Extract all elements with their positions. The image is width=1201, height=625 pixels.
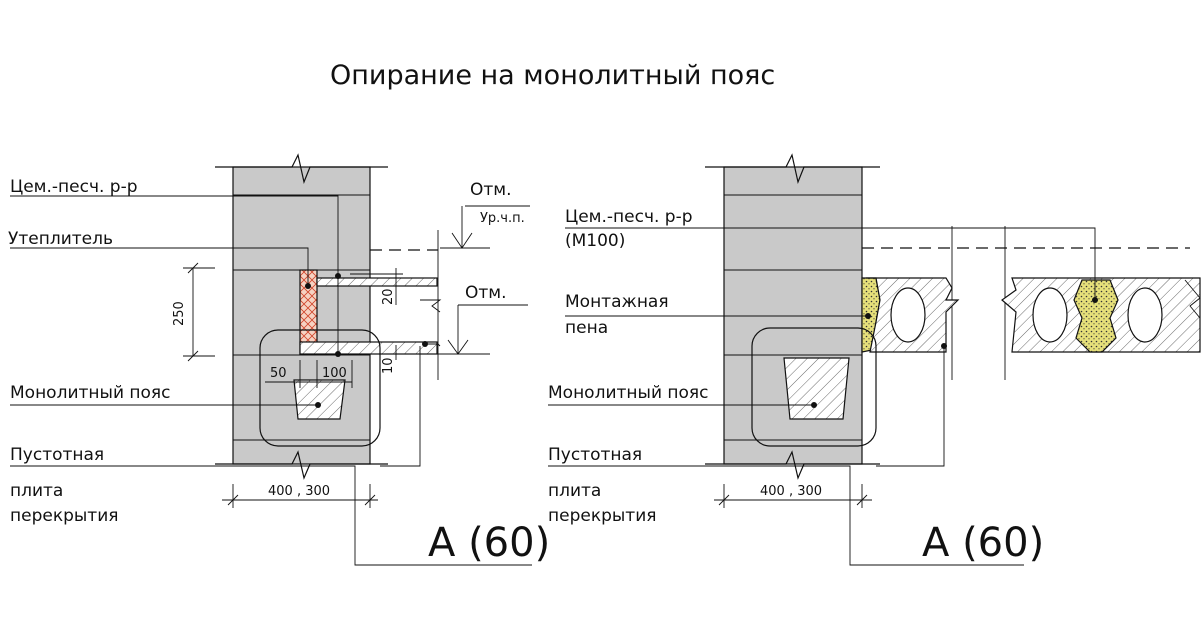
label-mortar: Цем.-песч. р-р — [10, 177, 138, 197]
dim-belt-offset-100: 100 — [322, 366, 347, 381]
left-slab-lower — [299, 341, 438, 355]
label-mortar-grade: (М100) — [565, 231, 625, 251]
slab-joint-mortar — [1073, 279, 1119, 353]
break-mark-icon — [215, 153, 388, 185]
label-hollow-slab-1: Пустотная — [548, 445, 642, 465]
break-mark-icon — [705, 450, 880, 480]
dim-insulation-50: 50 — [270, 366, 287, 381]
dim-gap-20: 20 — [381, 288, 396, 305]
level-top-label: Отм. — [470, 180, 512, 200]
insulation-layer — [299, 269, 318, 355]
dim-wall-width: 400 , 300 — [760, 484, 822, 499]
label-mortar: Цем.-песч. р-р — [565, 207, 693, 227]
label-monolithic-belt: Монолитный пояс — [10, 383, 170, 403]
left-belt-outline — [259, 329, 381, 447]
level-top-sublabel: Ур.ч.п. — [480, 211, 525, 226]
label-hollow-slab-2: плита — [548, 481, 601, 501]
right-detail: Цем.-песч. р-р (М100) Монтажная пена Мон… — [548, 153, 1201, 566]
break-mark-icon — [705, 153, 880, 185]
left-slab-upper — [316, 277, 438, 287]
label-foam-2: пена — [565, 318, 608, 338]
dim-height-250: 250 — [172, 301, 187, 326]
label-hollow-slab-1: Пустотная — [10, 445, 104, 465]
break-mark-icon — [215, 450, 388, 480]
label-hollow-slab-3: перекрытия — [548, 506, 656, 526]
level-bottom-label: Отм. — [465, 283, 507, 303]
right-monolithic-belt — [783, 357, 850, 420]
drawing-title: Опирание на монолитный пояс — [330, 60, 775, 91]
label-hollow-slab-2: плита — [10, 481, 63, 501]
label-hollow-slab-3: перекрытия — [10, 506, 118, 526]
right-belt-outline — [751, 327, 877, 447]
label-insulation: Утеплитель — [8, 229, 113, 249]
label-monolithic-belt: Монолитный пояс — [548, 383, 708, 403]
dim-wall-width: 400 , 300 — [268, 484, 330, 499]
label-foam-1: Монтажная — [565, 292, 669, 312]
left-monolithic-belt — [293, 379, 346, 420]
section-tag: А (60) — [922, 520, 1044, 566]
dim-gap-10: 10 — [381, 357, 396, 374]
left-detail: Цем.-песч. р-р Утеплитель Монолитный поя… — [8, 153, 550, 566]
section-tag: А (60) — [428, 520, 550, 566]
